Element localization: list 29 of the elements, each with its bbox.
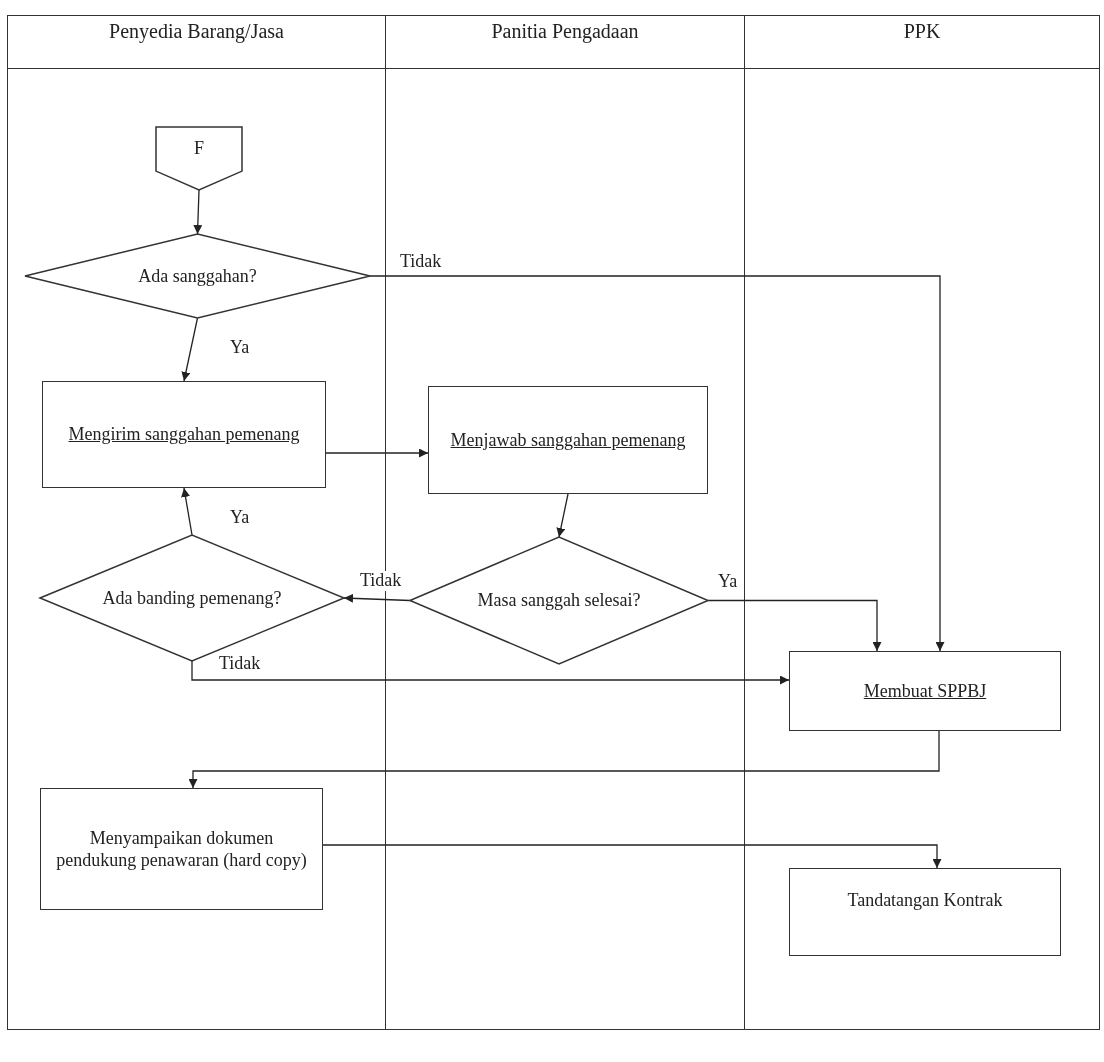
process-box — [789, 868, 1061, 956]
process-box — [42, 381, 326, 488]
process-box — [789, 651, 1061, 731]
process-box — [40, 788, 323, 910]
arrow — [193, 189, 203, 235]
arrow — [369, 275, 945, 652]
lane-header: PPK — [903, 20, 941, 43]
node-label: Masa sanggah selesai? — [477, 589, 641, 612]
node-label: Tandatangan Kontrak — [847, 889, 1003, 912]
lane-header: Panitia Pengadaan — [491, 20, 639, 43]
arrow — [181, 487, 193, 536]
arrow — [325, 448, 429, 458]
arrow — [343, 593, 411, 603]
arrow — [188, 730, 940, 789]
arrow — [707, 599, 882, 652]
node-label: Menyampaikan dokumen pendukung penawaran (hard copy) — [55, 826, 308, 872]
lane-header: Penyedia Barang/Jasa — [109, 20, 284, 43]
node-label: Membuat SPPBJ — [863, 679, 987, 703]
node-label: Ada banding pemenang? — [102, 586, 282, 610]
arrow — [322, 844, 942, 869]
arrow — [181, 317, 199, 382]
node-label: Menjawab sanggahan pemenang — [450, 428, 686, 452]
node-label: Mengirim sanggahan pemenang — [68, 423, 300, 446]
edge-label: Tidak — [358, 571, 404, 591]
arrow — [556, 493, 569, 538]
node-label: Ada sanggahan? — [138, 264, 257, 288]
node-label: F — [194, 137, 204, 160]
process-box — [428, 386, 708, 494]
arrow — [191, 660, 790, 685]
